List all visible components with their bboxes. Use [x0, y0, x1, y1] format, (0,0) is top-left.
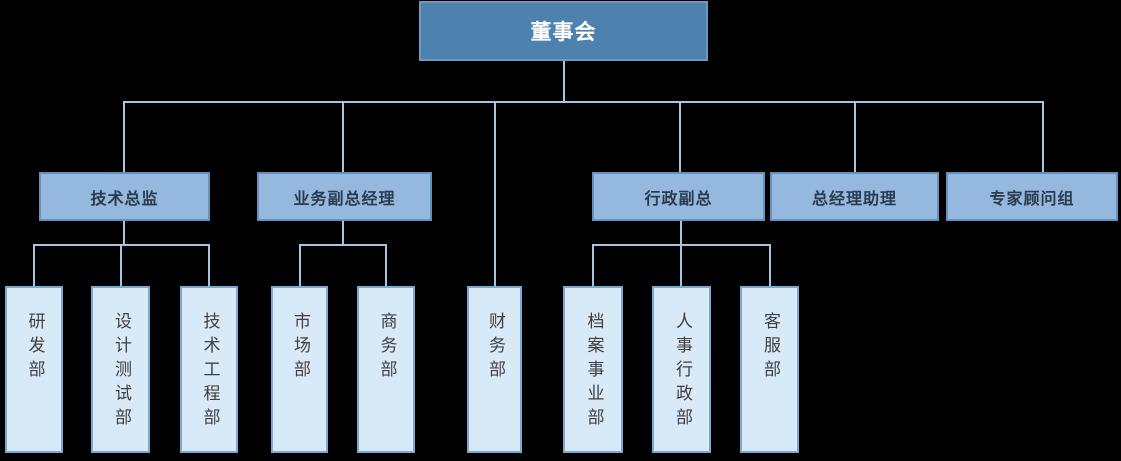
node-label: 业务副总经理 — [293, 188, 396, 208]
node-admin-deputy: 行政副总 — [592, 172, 765, 221]
node-label: 研发部 — [24, 312, 45, 384]
node-archives-dept: 档案事业部 — [563, 286, 623, 453]
node-label: 档案事业部 — [583, 312, 604, 432]
node-label: 技术工程部 — [199, 312, 220, 432]
node-label: 设计测试部 — [111, 312, 131, 432]
node-label: 专家顾问组 — [989, 188, 1075, 208]
node-tech-director: 技术总监 — [39, 172, 210, 221]
node-label: 商务部 — [376, 312, 397, 384]
node-commerce-dept: 商务部 — [357, 286, 415, 453]
node-expert-advisors: 专家顾问组 — [946, 172, 1118, 221]
node-business-deputy-gm: 业务副总经理 — [257, 172, 432, 221]
node-tech-engineering-dept: 技术工程部 — [180, 286, 238, 453]
node-gm-assistant: 总经理助理 — [770, 172, 939, 221]
node-design-testing-dept: 设计测试部 — [91, 286, 150, 453]
node-hr-admin-dept: 人事行政部 — [652, 286, 711, 453]
node-label: 市场部 — [290, 312, 310, 384]
node-rd-dept: 研发部 — [5, 286, 63, 453]
node-finance-dept: 财务部 — [467, 286, 522, 453]
node-label: 行政副总 — [644, 188, 713, 208]
node-marketing-dept: 市场部 — [271, 286, 328, 453]
node-board-of-directors: 董事会 — [419, 1, 708, 61]
node-label: 客服部 — [760, 312, 780, 384]
node-label: 技术总监 — [90, 188, 159, 208]
node-customer-service-dept: 客服部 — [740, 286, 799, 453]
node-label: 财务部 — [485, 312, 505, 384]
node-label: 总经理助理 — [811, 188, 897, 208]
node-label: 董事会 — [530, 20, 597, 44]
node-label: 人事行政部 — [672, 312, 692, 432]
